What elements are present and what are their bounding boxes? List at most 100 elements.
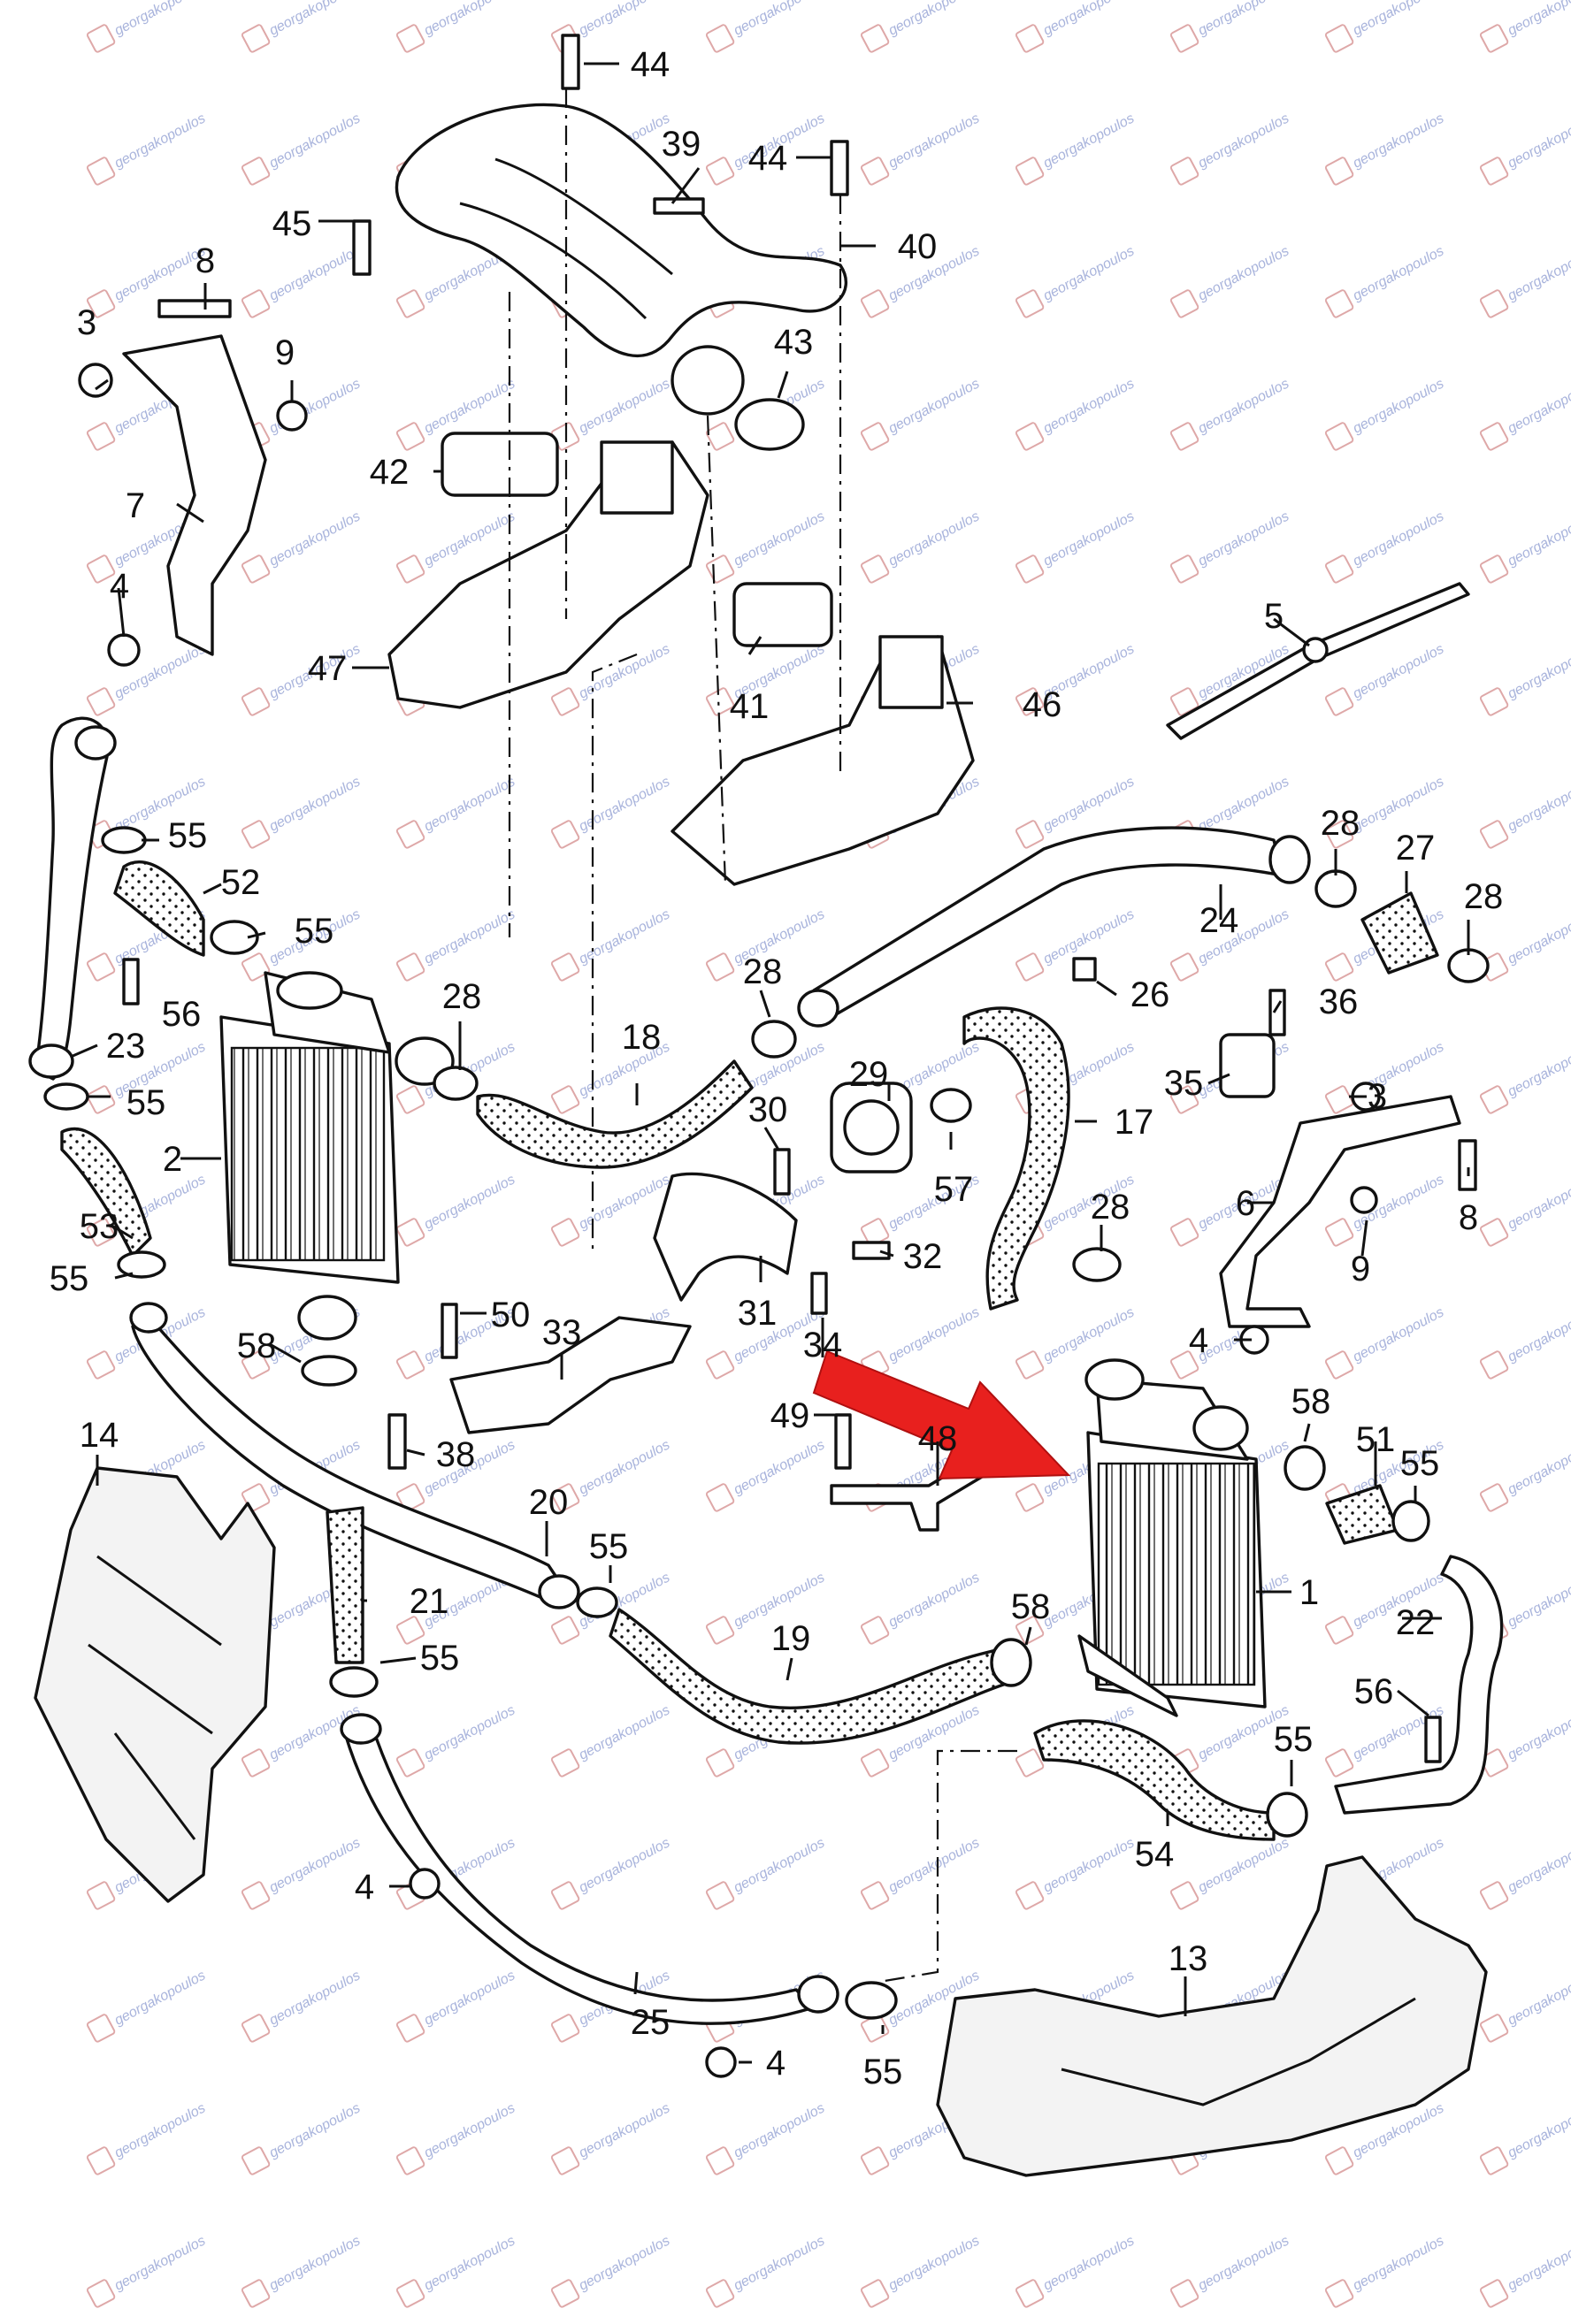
bolt-44-top bbox=[561, 34, 580, 90]
callout-8: 8 bbox=[1459, 1198, 1478, 1237]
watermark-tile bbox=[1169, 238, 1294, 319]
callout-31: 31 bbox=[738, 1294, 778, 1333]
callout-58: 58 bbox=[237, 1326, 277, 1365]
watermark-tile bbox=[240, 238, 365, 319]
hose-21 bbox=[326, 1506, 364, 1664]
watermark-tile bbox=[549, 1830, 675, 1911]
clamp-58 bbox=[1284, 1445, 1326, 1491]
watermark-tile bbox=[395, 0, 520, 54]
watermark-tile bbox=[85, 636, 211, 717]
center-assembly bbox=[476, 826, 1477, 1532]
callout-3: 3 bbox=[77, 303, 96, 342]
grommet-4-c bbox=[705, 2046, 737, 2078]
watermark-tile bbox=[859, 1564, 985, 1646]
shield-14 bbox=[34, 1466, 276, 1903]
watermark-tile bbox=[549, 1697, 675, 1778]
watermark-tile bbox=[1323, 503, 1449, 585]
coupler-27 bbox=[1360, 891, 1439, 975]
watermark-tile bbox=[549, 2228, 675, 2309]
nut-3-left bbox=[78, 363, 113, 398]
watermark-tile bbox=[859, 1299, 985, 1380]
watermark-tile bbox=[1478, 1166, 1571, 1248]
shield-13 bbox=[936, 1855, 1488, 2177]
callout-57: 57 bbox=[934, 1170, 974, 1209]
callout-28: 28 bbox=[1321, 804, 1360, 843]
watermark-tile bbox=[85, 0, 211, 54]
watermark-tile bbox=[1014, 2228, 1139, 2309]
watermark-tile bbox=[1478, 1962, 1571, 2044]
callout-32: 32 bbox=[903, 1237, 943, 1276]
callout-1: 1 bbox=[1299, 1573, 1319, 1612]
watermark-tile bbox=[1478, 1299, 1571, 1380]
watermark-tile bbox=[549, 901, 675, 982]
grommet-4-a bbox=[107, 633, 141, 667]
bolt-56-right bbox=[1424, 1716, 1442, 1763]
watermark-tile bbox=[395, 2095, 520, 2176]
watermark-tile bbox=[1014, 1830, 1139, 1911]
watermark-tile bbox=[859, 105, 985, 187]
watermark-tile bbox=[85, 105, 211, 187]
watermark-tile bbox=[1014, 105, 1139, 187]
callout-13: 13 bbox=[1169, 1939, 1208, 1978]
clip-9-right bbox=[1350, 1186, 1378, 1214]
watermark-tile bbox=[859, 503, 985, 585]
watermark-tile bbox=[704, 2095, 830, 2176]
callout-29: 29 bbox=[849, 1055, 889, 1094]
pipe-22 bbox=[1334, 1555, 1504, 1815]
watermark-tile bbox=[1014, 238, 1139, 319]
callout-36: 36 bbox=[1319, 982, 1359, 1021]
callout-55: 55 bbox=[1400, 1444, 1440, 1483]
watermark-tile bbox=[240, 2228, 365, 2309]
callout-42: 42 bbox=[370, 453, 410, 492]
callout-2: 2 bbox=[163, 1140, 182, 1179]
watermark-tile bbox=[1478, 768, 1571, 850]
left-assembly bbox=[28, 716, 839, 2078]
watermark-tile bbox=[1169, 371, 1294, 452]
callout-25: 25 bbox=[631, 2003, 671, 2042]
coupler-51 bbox=[1325, 1484, 1399, 1545]
callout-47: 47 bbox=[308, 649, 348, 688]
callout-19: 19 bbox=[771, 1619, 811, 1658]
clamp-55 bbox=[576, 1586, 618, 1618]
bolt-50 bbox=[441, 1303, 458, 1359]
watermark-tile bbox=[395, 2228, 520, 2309]
bolt-56-left bbox=[122, 958, 140, 1005]
bolt-38 bbox=[387, 1413, 407, 1470]
callout-55: 55 bbox=[168, 816, 208, 855]
watermark-tile bbox=[240, 0, 365, 54]
watermark-tile bbox=[395, 1166, 520, 1248]
watermark-tile bbox=[85, 2228, 211, 2309]
watermark-tile bbox=[549, 371, 675, 452]
watermark-tile bbox=[240, 768, 365, 850]
callout-58: 58 bbox=[1011, 1587, 1051, 1626]
intercooler-2 bbox=[219, 971, 455, 1341]
part-46-port bbox=[878, 635, 944, 709]
watermark-tile bbox=[240, 1830, 365, 1911]
watermark-tile bbox=[704, 1432, 830, 1513]
watermark-tile bbox=[85, 2095, 211, 2176]
clamp-28 bbox=[751, 1020, 797, 1059]
clamp-55 bbox=[101, 826, 147, 854]
callout-54: 54 bbox=[1135, 1835, 1175, 1874]
callout-45: 45 bbox=[272, 204, 312, 243]
watermark-tile bbox=[1478, 1697, 1571, 1778]
watermark-tile bbox=[1014, 371, 1139, 452]
gasket-41 bbox=[732, 582, 833, 647]
watermark-tile bbox=[1478, 238, 1571, 319]
callout-8: 8 bbox=[195, 241, 215, 280]
watermark-tile bbox=[1478, 1034, 1571, 1115]
callout-14: 14 bbox=[80, 1416, 119, 1455]
bracket-7 bbox=[122, 334, 267, 656]
clamp-55 bbox=[43, 1082, 89, 1111]
cable-tie-5-clip bbox=[1302, 637, 1329, 663]
watermark-tile bbox=[395, 1962, 520, 2044]
bolt-26 bbox=[1072, 957, 1097, 982]
callout-4: 4 bbox=[1189, 1321, 1208, 1360]
callout-4: 4 bbox=[110, 567, 129, 606]
bolt-8-left bbox=[157, 299, 232, 318]
watermark-tile bbox=[240, 1962, 365, 2044]
watermark-tile bbox=[1169, 0, 1294, 54]
bolt-30 bbox=[773, 1148, 791, 1196]
callout-23: 23 bbox=[106, 1027, 146, 1066]
watermark-tile bbox=[704, 0, 830, 54]
